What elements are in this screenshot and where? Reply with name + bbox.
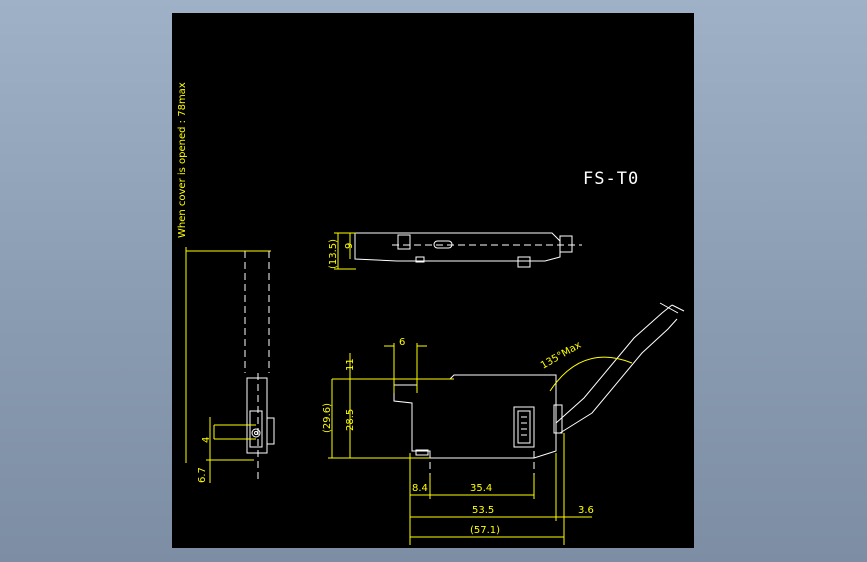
side-cover <box>249 410 263 448</box>
dim-6-7: 6.7 <box>197 467 208 483</box>
open-cover-upper <box>555 304 673 424</box>
dim-13-5: (13.5) <box>328 239 339 269</box>
front-hinge <box>553 404 563 434</box>
top-foot <box>517 256 531 268</box>
dim-35-4: 35.4 <box>470 483 492 494</box>
dim-6: 6 <box>399 337 405 348</box>
top-view: (13.5) 9 <box>328 232 582 270</box>
dim-8-4: 8.4 <box>412 483 428 494</box>
dim-4: 4 <box>201 437 212 443</box>
note-cover-opened: When cover is opened : 78max <box>177 82 188 238</box>
dim-9: 9 <box>344 243 355 249</box>
drawing-title: FS-T0 <box>583 169 639 189</box>
front-body <box>393 374 557 459</box>
side-knob-center <box>254 431 258 435</box>
open-cover-lower <box>559 318 678 434</box>
top-body <box>354 232 561 262</box>
side-connector <box>266 417 275 445</box>
cad-drawing: FS-T0 When cover is opened : 78max 6.7 4 <box>177 82 685 545</box>
dim-11: 11 <box>345 358 356 371</box>
side-knob <box>251 428 261 438</box>
open-cover-tip <box>659 302 679 314</box>
angle-arc <box>549 356 633 392</box>
front-connector <box>513 406 535 448</box>
dim-53-5: 53.5 <box>472 505 494 516</box>
front-view: 135°Max 6 11 28.5 (29.6) 8.4 35.4 53.5 3… <box>322 302 685 545</box>
side-view: When cover is opened : 78max 6.7 4 <box>177 82 275 483</box>
angle-note: 135°Max <box>539 340 583 372</box>
dim-29-6: (29.6) <box>322 403 333 433</box>
dim-28-5: 28.5 <box>345 409 356 431</box>
front-connector-inner <box>517 410 531 444</box>
cad-viewport[interactable]: FS-T0 When cover is opened : 78max 6.7 4 <box>172 13 694 548</box>
top-foot-small <box>415 256 425 263</box>
front-foot <box>415 449 429 456</box>
top-connector <box>559 235 573 253</box>
top-cover-tab <box>397 234 411 250</box>
dim-3-6: 3.6 <box>578 505 594 516</box>
dim-57-1: (57.1) <box>470 525 500 536</box>
side-body <box>246 377 268 454</box>
open-cover-tip-2 <box>671 304 685 312</box>
